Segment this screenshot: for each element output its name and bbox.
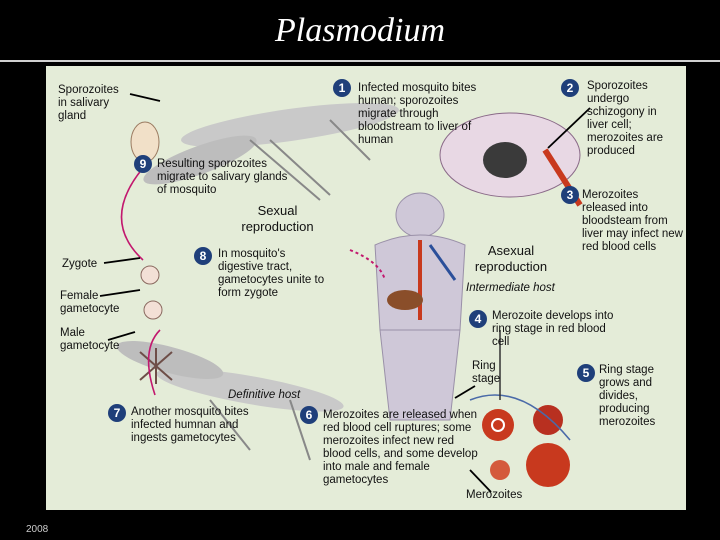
leader-line-merozoites bbox=[469, 469, 492, 493]
leader-line-sporozoites bbox=[129, 93, 161, 102]
step-2-text: Sporozoites undergo schizogony in liver … bbox=[587, 80, 664, 157]
step-3-badge: 3 bbox=[561, 186, 579, 204]
label-ring-stage: Ring stage bbox=[472, 360, 501, 385]
step-5-badge: 5 bbox=[577, 364, 595, 382]
title-divider bbox=[0, 60, 720, 62]
label-merozoites: Merozoites bbox=[466, 489, 523, 501]
step-8-badge: 8 bbox=[194, 247, 212, 265]
leader-line-zygote bbox=[103, 257, 141, 264]
sexual-cycle-arrow-lower bbox=[147, 329, 161, 396]
liver bbox=[387, 290, 423, 310]
mosquito-to-human-arrow bbox=[349, 249, 386, 281]
liver-cell-zoom bbox=[439, 112, 581, 198]
mosquito-top-illustration bbox=[143, 102, 399, 201]
step-4-text: Merozoite develops into ring stage in re… bbox=[492, 310, 614, 348]
step-9-text: Resulting sporozoites migrate to salivar… bbox=[157, 158, 288, 196]
mosquito-bottom-illustration bbox=[116, 341, 344, 461]
sexual-reproduction-label: Sexual reproduction bbox=[241, 203, 314, 234]
step-6-text: Merozoites are released when red blood c… bbox=[323, 409, 478, 486]
female-gametocyte-cell bbox=[143, 300, 163, 320]
asexual-cycle-arrow bbox=[469, 394, 571, 441]
label-male-gametocyte: Male gametocyte bbox=[60, 327, 120, 352]
male-gametocyte-cell bbox=[139, 348, 173, 384]
leader-line-step2 bbox=[547, 107, 591, 149]
step-6-badge: 6 bbox=[300, 406, 318, 424]
step-1-text: Infected mosquito bites human; sporozoit… bbox=[358, 82, 477, 146]
label-zygote: Zygote bbox=[62, 258, 98, 270]
page-title: Plasmodium bbox=[275, 12, 445, 49]
leader-line-male bbox=[107, 331, 136, 341]
step-1-badge: 1 bbox=[333, 79, 351, 97]
intermediate-host-label: Intermediate host bbox=[466, 282, 555, 294]
leader-line-ring bbox=[454, 385, 476, 399]
asexual-reproduction-label: Asexual reproduction bbox=[474, 243, 548, 274]
zygote-cell bbox=[140, 265, 160, 285]
dividing-rbc bbox=[526, 443, 570, 487]
step-4-badge: 4 bbox=[469, 310, 487, 328]
footer-year: 2008 bbox=[26, 524, 49, 535]
step-2-badge: 2 bbox=[561, 79, 579, 97]
step-7-text: Another mosquito bites infected humnan a… bbox=[131, 406, 249, 444]
step-7-badge: 7 bbox=[108, 404, 126, 422]
sexual-cycle-arrow bbox=[120, 167, 144, 261]
step-8-text: In mosquito's digestive tract, gametocyt… bbox=[218, 248, 325, 299]
definitive-host-label: Definitive host bbox=[228, 389, 301, 401]
label-sporozoites-gland: Sporozoites in salivary gland bbox=[58, 84, 119, 122]
step-9-badge: 9 bbox=[134, 155, 152, 173]
label-female-gametocyte: Female gametocyte bbox=[60, 290, 120, 315]
ring-stage-rbc bbox=[482, 409, 514, 441]
step-3-text: Merozoites released into bloodsteam from… bbox=[582, 189, 683, 253]
step-5-text: Ring stage grows and divides, producing … bbox=[599, 364, 656, 428]
leader-line-female bbox=[99, 289, 141, 297]
merozoite-rbc bbox=[490, 460, 510, 480]
